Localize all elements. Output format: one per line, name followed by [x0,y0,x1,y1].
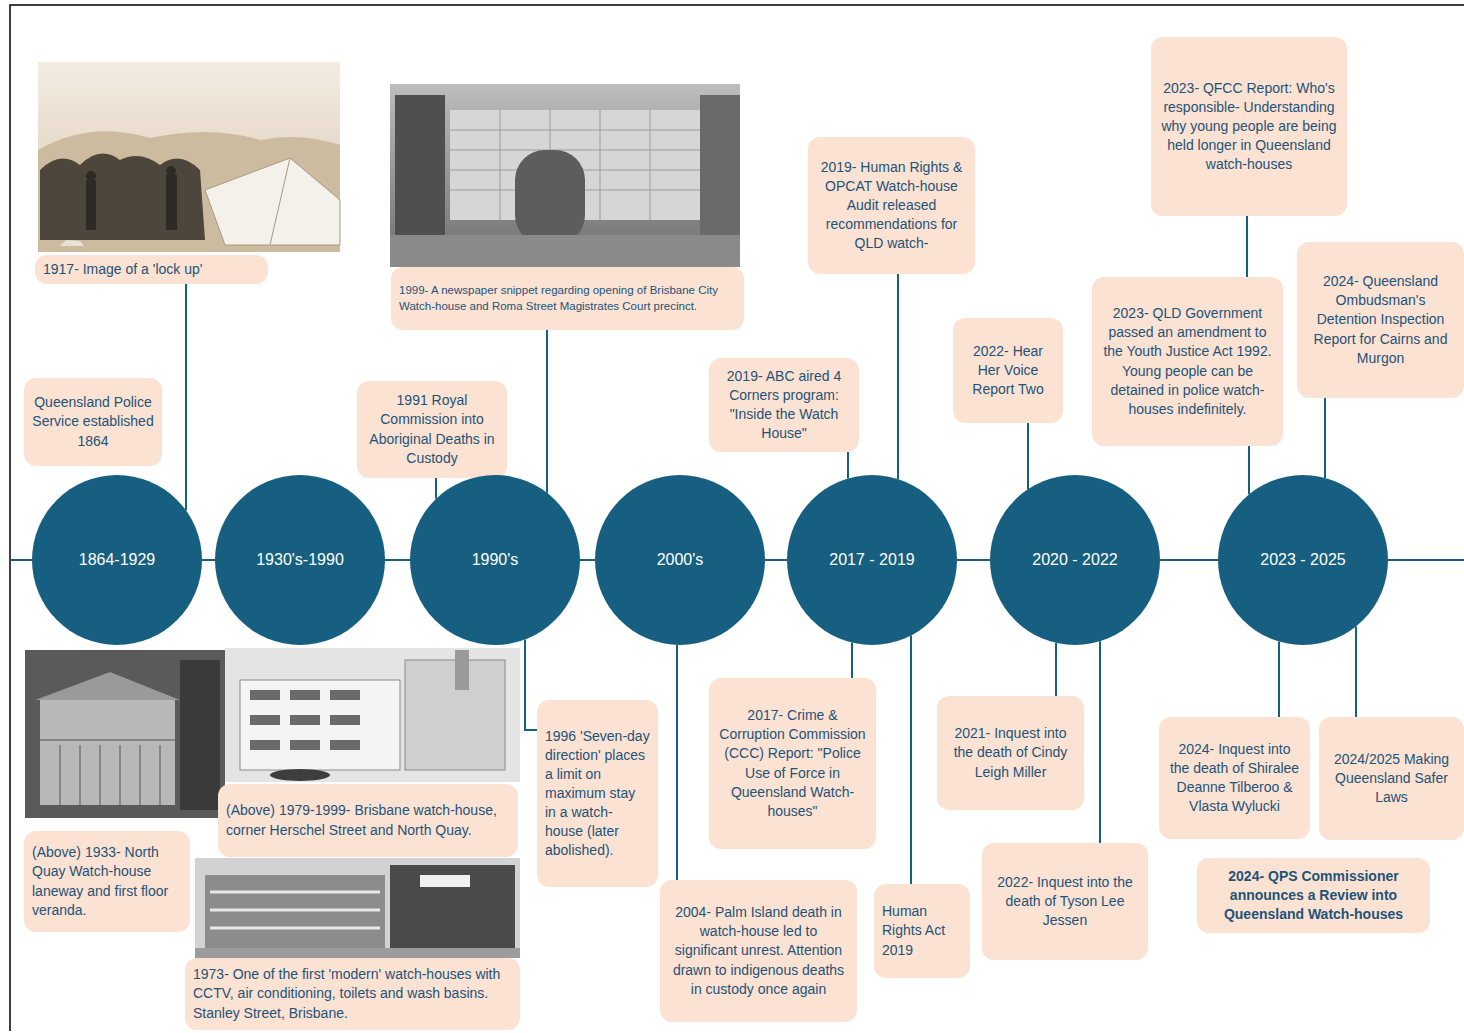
city-watchhouse-photo [390,84,740,267]
event-text: 1973- One of the first 'modern' watch-ho… [193,965,512,1022]
timeline-line [957,559,990,561]
era-label: 1930's-1990 [256,551,344,569]
event-text: Queensland Police Service established 18… [32,393,154,450]
event-box: 2021- Inquest into the death of Cindy Le… [937,696,1084,810]
event-text: 1999- A newspaper snippet regarding open… [399,283,736,314]
event-text: 2024- Inquest into the death of Shiralee… [1167,740,1302,816]
event-text: 2023- QLD Government passed an amendment… [1100,304,1275,418]
leader-line [847,452,849,478]
event-box: 2019- ABC aired 4 Corners program: "Insi… [709,358,859,452]
event-text: (Above) 1979-1999- Brisbane watch-house,… [226,801,510,839]
stanley-street-photo [195,858,520,958]
leader-line [1355,626,1357,717]
event-box: Queensland Police Service established 18… [24,378,162,466]
era-circle: 1930's-1990 [215,475,385,645]
event-text: (Above) 1933- North Quay Watch-house lan… [32,843,182,919]
event-box: 2024/2025 Making Queensland Safer Laws [1319,717,1464,840]
event-box: 2019- Human Rights & OPCAT Watch-house A… [808,137,975,274]
timeline-line [765,559,787,561]
era-label: 1990's [472,551,519,569]
lockup-photo [38,62,340,252]
event-box: 2022- Inquest into the death of Tyson Le… [982,843,1148,960]
event-text: 2019- Human Rights & OPCAT Watch-house A… [816,158,967,253]
era-label: 2020 - 2022 [1032,551,1117,569]
era-circle: 2017 - 2019 [787,475,957,645]
event-box: 2024- Inquest into the death of Shiralee… [1159,717,1310,839]
event-text: 2022- Hear Her Voice Report Two [961,342,1055,399]
leader-line [1324,398,1326,478]
event-text: 2017- Crime & Corruption Commission (CCC… [717,706,868,820]
leader-line [546,330,548,493]
leader-line [1055,643,1057,696]
era-label: 1864-1929 [79,551,156,569]
leader-line [851,643,853,678]
event-text: 2019- ABC aired 4 Corners program: "Insi… [717,367,851,443]
event-text: 2004- Palm Island death in watch-house l… [668,903,849,998]
leader-line [1278,642,1280,717]
timeline-line [1160,559,1218,561]
event-box: 2023- QFCC Report: Who's responsible- Un… [1151,37,1347,216]
leader-line [1246,216,1248,277]
event-box: 2004- Palm Island death in watch-house l… [660,880,857,1022]
timeline-line [385,559,410,561]
era-circle: 2020 - 2022 [990,475,1160,645]
event-box: 2022- Hear Her Voice Report Two [953,318,1063,423]
leader-line [1248,446,1250,494]
leader-line [910,636,912,884]
leader-line [1099,641,1101,843]
leader-line [897,274,899,479]
event-box: (Above) 1933- North Quay Watch-house lan… [24,831,190,932]
event-box: (Above) 1979-1999- Brisbane watch-house,… [218,784,518,857]
era-circle: 1864-1929 [32,475,202,645]
event-box: 1991 Royal Commission into Aboriginal De… [357,381,507,478]
event-text: Human Rights Act 2019 [882,902,962,959]
event-text: 2024- Queensland Ombudsman's Detention I… [1305,272,1456,367]
event-text: 2024- QPS Commissioner announces a Revie… [1205,867,1422,924]
north-quay-photo [25,650,225,818]
event-text: 2022- Inquest into the death of Tyson Le… [990,873,1140,930]
era-label: 2023 - 2025 [1260,551,1345,569]
event-box: Human Rights Act 2019 [874,884,970,978]
event-box: 2024- QPS Commissioner announces a Revie… [1197,858,1430,933]
event-text: 1917- Image of a 'lock up' [43,260,260,279]
frame [10,5,1464,1031]
herschel-street-photo [225,648,520,782]
leader-line [676,645,678,880]
timeline-line [1388,559,1464,561]
timeline-line [202,559,215,561]
event-text: 1991 Royal Commission into Aboriginal De… [365,391,499,467]
event-box: 1973- One of the first 'modern' watch-ho… [185,958,520,1030]
leader-line [185,284,187,510]
leader-line [525,640,537,730]
era-label: 2000's [657,551,704,569]
era-circle: 2023 - 2025 [1218,475,1388,645]
leader-line [1027,423,1029,489]
event-box: 2024- Queensland Ombudsman's Detention I… [1297,242,1464,398]
event-text: 2023- QFCC Report: Who's responsible- Un… [1159,79,1339,174]
leader-line [435,478,437,499]
event-text: 1996 'Seven-day direction' places a limi… [545,727,650,860]
era-circle: 2000's [595,475,765,645]
event-box: 2017- Crime & Corruption Commission (CCC… [709,678,876,849]
event-box: 1999- A newspaper snippet regarding open… [391,267,744,330]
event-box: 1917- Image of a 'lock up' [35,255,268,284]
era-circle: 1990's [410,475,580,645]
event-box: 2023- QLD Government passed an amendment… [1092,277,1283,446]
event-text: 2024/2025 Making Queensland Safer Laws [1327,750,1456,807]
event-box: 1996 'Seven-day direction' places a limi… [537,700,658,887]
era-label: 2017 - 2019 [829,551,914,569]
event-text: 2021- Inquest into the death of Cindy Le… [945,724,1076,781]
timeline-line [10,559,32,561]
timeline-line [580,559,595,561]
